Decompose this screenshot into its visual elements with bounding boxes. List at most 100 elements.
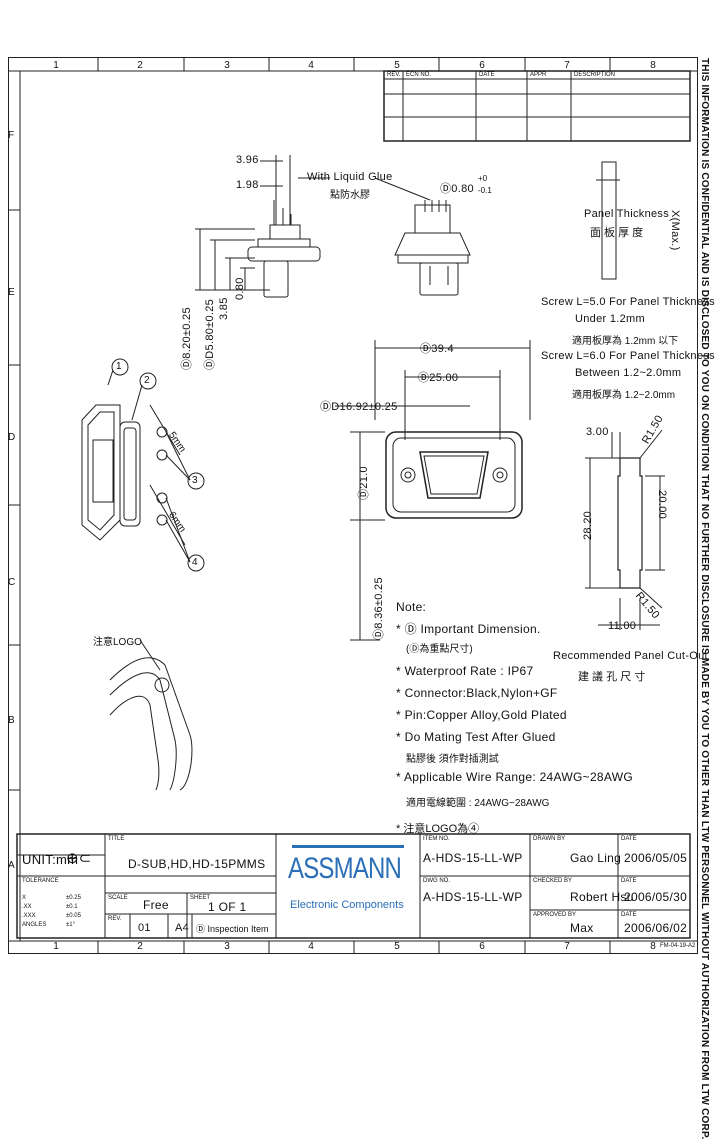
zone-A: A [8,860,15,871]
tol-row-4-key: ANGLES [22,922,47,928]
checked-by-value: Robert Hsu [570,890,634,904]
tol-row-1-key: X [22,895,27,901]
screw-6-note: Screw L=6.0 For Panel Thickness [541,350,715,362]
screw-6-note-2: Between 1.2~2.0mm [575,367,682,379]
tolerance-label: TOLERANCE [22,878,59,884]
notes-title: Note: [396,600,427,614]
note-1: * Ⓓ Important Dimension. [396,622,541,636]
balloon-4: 4 [192,557,198,568]
company-logo: ASSMANN [288,852,402,885]
dim-8-20: Ⓓ8.20±0.25 [181,307,193,370]
dim-3-96: 3.96 [236,154,259,166]
logo-callout: 注意LOGO [93,637,142,648]
zone-5: 5 [394,60,400,71]
zone-B: B [8,715,15,726]
approved-by-value: Max [570,921,594,935]
dim-39-4: Ⓓ39.4 [420,343,454,355]
scale-label: SCALE [108,895,128,901]
zone-4b: 4 [308,941,314,952]
dim-5-80: ⒹD5.80±0.25 [204,298,216,370]
glue-label: With Liquid Glue [307,171,393,183]
zone-D: D [8,432,16,443]
note-1-cn: (Ⓓ為重點尺寸) [406,644,473,655]
screw-6-note-cn: 適用板厚為 1.2~2.0mm [572,390,676,401]
zone-2: 2 [137,60,143,71]
zone-7: 7 [564,60,570,71]
zone-3b: 3 [224,941,230,952]
dim-11-00: 11.00 [608,620,637,632]
tol-row-3-key: .XXX [22,913,36,919]
checked-by-label: CHECKED BY [533,878,573,884]
zone-3: 3 [224,60,230,71]
rev-header: REV. [387,72,401,78]
confidentiality-text: THIS INFORMATION IS CONFIDENTIAL AND IS … [699,58,710,1140]
dim-pin: Ⓓ0.80 [440,183,474,195]
x-max-label: X(Max.) [669,210,681,251]
sheet-label: SHEET [190,895,211,901]
screw-5-note-2: Under 1.2mm [575,313,645,325]
drawn-by-value: Gao Ling [570,851,622,865]
description-header: DESCRIPTION [574,72,616,78]
note-4: * Pin:Copper Alloy,Gold Plated [396,708,567,722]
zone-4: 4 [308,60,314,71]
approved-by-label: APPROVED BY [533,912,577,918]
balloon-2: 2 [144,375,150,386]
dim-3-85: 3.85 [218,297,230,320]
note-2: * Waterproof Rate : IP67 [396,664,534,678]
dim-8-36: Ⓓ8.36±0.25 [373,577,385,640]
drawn-date: 2006/05/05 [624,851,688,865]
panel-thickness-cn: 面 板 厚 度 [590,227,644,239]
balloon-3: 3 [192,475,198,486]
zone-5b: 5 [394,941,400,952]
scale-value: Free [143,898,169,912]
tol-row-1-val: ±0.25 [66,895,81,901]
dim-1-98: 1.98 [236,179,259,191]
dim-0-80: 0.80 [234,277,246,300]
dim-3-00: 3.00 [586,426,609,438]
dim-20-00: 20.00 [656,490,668,520]
dim-16-92: ⒹD16.92±0.25 [320,401,398,413]
zone-2b: 2 [137,941,143,952]
dwg-no-label: DWG NO. [423,878,450,884]
zone-C: C [8,577,16,588]
glue-label-cn: 點防水膠 [330,190,370,201]
note-5-cn: 點膠後 須作對插測試 [406,754,499,765]
note-6-cn: 適用電線範圍 : 24AWG~28AWG [406,798,550,809]
tol-row-2-val: ±0.1 [66,904,78,910]
size-value: A4 [175,922,190,934]
approved-date: 2006/06/02 [624,921,688,935]
tol-row-3-val: ±0.05 [66,913,81,919]
item-no-value: A-HDS-15-LL-WP [423,851,523,865]
date-header: DATE [479,72,495,78]
screw-5-note-cn: 適用板厚為 1.2mm 以下 [572,336,679,347]
inspection-item-label: Ⓓ Inspection Item [196,924,269,934]
note-7: * 注意LOGO為④ [396,823,480,835]
item-no-label: ITEM NO. [423,836,450,842]
appr-header: APPR [530,72,547,78]
projection-symbol-icon: ⊕⊂ [66,850,92,867]
date-label-2: DATE [621,878,637,884]
rev-label: REV. [108,916,122,922]
drawn-by-label: DRAWN BY [533,836,566,842]
zone-7b: 7 [564,941,570,952]
sheet-value: 1 OF 1 [208,900,247,914]
unit-label: UNIT:mm [22,852,79,867]
zone-F: F [8,130,15,141]
confidentiality-notice: THIS INFORMATION IS CONFIDENTIAL AND IS … [690,58,718,1140]
checked-date: 2006/05/30 [624,890,688,904]
tol-row-2-key: .XX [22,904,32,910]
form-number: FM-04-19-A2 [660,943,696,949]
dim-25-00: Ⓓ25.00 [418,372,459,384]
balloon-1: 1 [116,361,122,372]
zone-1b: 1 [53,941,59,952]
drawing-title: D-SUB,HD,HD-15PMMS [128,857,266,871]
note-5: * Do Mating Test After Glued [396,730,556,744]
cutout-title: Recommended Panel Cut-Out [553,650,708,662]
zone-E: E [8,287,15,298]
pin-tol-plus: +0 [478,174,488,183]
rev-value: 01 [138,922,151,934]
company-subtitle: Electronic Components [290,899,404,911]
zone-6b: 6 [479,941,485,952]
zone-8: 8 [650,60,656,71]
date-label-1: DATE [621,836,637,842]
